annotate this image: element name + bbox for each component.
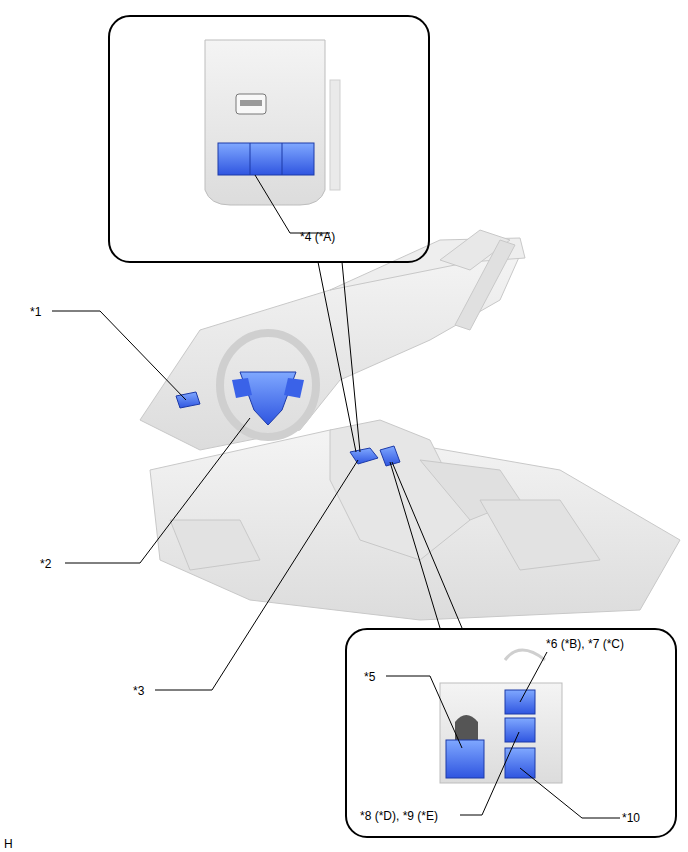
switch-part bbox=[176, 392, 200, 408]
interior-outline bbox=[140, 230, 680, 620]
callout-number: *1 bbox=[30, 305, 41, 319]
callout-number: H bbox=[4, 837, 13, 851]
callout-number: *5 bbox=[364, 670, 375, 684]
inset-box: *4 (*A) bbox=[108, 15, 430, 263]
switch-part bbox=[350, 448, 378, 464]
inset-detail bbox=[205, 40, 340, 205]
callout-number: *10 bbox=[622, 811, 640, 825]
leader-line bbox=[52, 175, 620, 818]
callout-number: *4 (*A) bbox=[300, 230, 335, 244]
callout-number: *2 bbox=[40, 557, 51, 571]
callout-number: *3 bbox=[133, 684, 144, 698]
steering-wheel bbox=[220, 333, 316, 437]
callout-number: *6 (*B), *7 (*C) bbox=[546, 637, 624, 651]
callout-number: *8 (*D), *9 (*E) bbox=[360, 809, 438, 823]
inset-box: *5 *6 (*B), *7 (*C) *8 (*D), *9 (*E) *10 bbox=[345, 628, 677, 838]
inset-detail bbox=[440, 650, 562, 783]
